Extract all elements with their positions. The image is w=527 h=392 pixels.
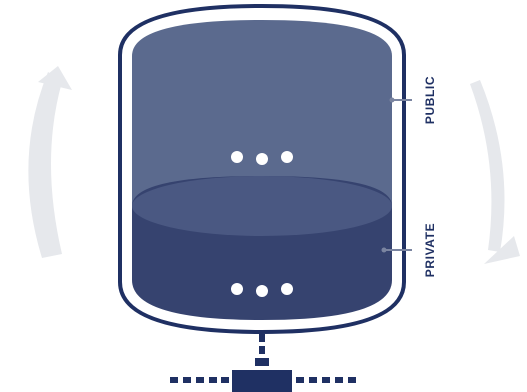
curved-arrow-up-icon [28, 66, 72, 258]
public-leader [389, 97, 412, 103]
private-section-top [132, 176, 392, 236]
private-dots [231, 283, 293, 297]
public-label: PUBLIC [423, 76, 437, 124]
private-label: PRIVATE [423, 223, 437, 277]
private-leader [381, 247, 412, 253]
bottom-connector [170, 334, 356, 392]
curved-arrow-down-icon [470, 80, 520, 264]
public-dots [231, 151, 293, 165]
